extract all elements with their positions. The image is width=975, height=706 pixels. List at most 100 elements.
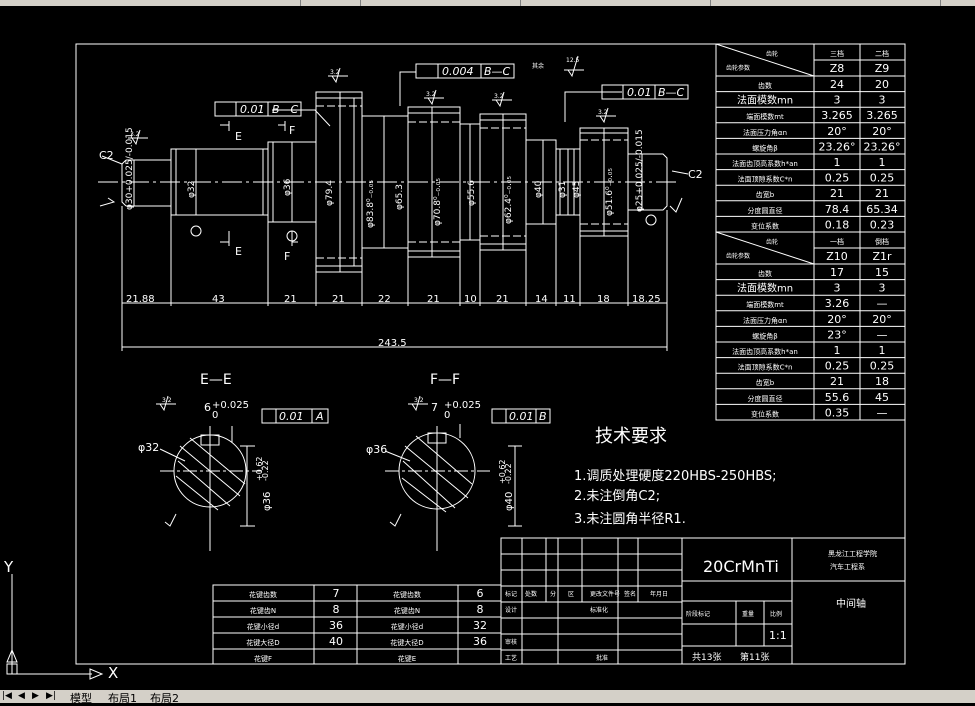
gear-value: 18 xyxy=(875,375,889,388)
svg-text:φ83.8⁰₋₀.₀₅: φ83.8⁰₋₀.₀₅ xyxy=(366,180,376,228)
svg-text:+0.62: +0.62 xyxy=(255,456,264,481)
gear-value: 3 xyxy=(879,282,886,295)
gear-value: 0.23 xyxy=(870,218,895,231)
svg-text:0.01: 0.01 xyxy=(279,410,304,423)
gear-value: 1 xyxy=(834,344,841,357)
svg-text:+0.025: +0.025 xyxy=(444,400,481,411)
tab-nav-last-icon[interactable]: ▶| xyxy=(46,691,56,701)
svg-text:12.5: 12.5 xyxy=(566,57,580,64)
svg-text:批准: 批准 xyxy=(596,654,608,662)
gear-value: 65.34 xyxy=(866,203,898,216)
gear-value: 3 xyxy=(834,94,841,107)
chamfer-left: C2 xyxy=(99,149,114,162)
shaft-drawing xyxy=(98,71,689,351)
svg-text:F: F xyxy=(289,124,295,137)
tab-nav-prev-icon[interactable]: ◀ xyxy=(18,691,25,701)
svg-text:黑龙江工程学院: 黑龙江工程学院 xyxy=(828,549,877,558)
gear-value: 0.35 xyxy=(825,406,850,419)
svg-text:处数: 处数 xyxy=(525,590,537,598)
tab-nav-first-icon[interactable]: |◀ xyxy=(2,691,12,701)
gear-value: Z10 xyxy=(826,250,848,263)
svg-text:3.2: 3.2 xyxy=(414,397,424,404)
svg-text:7: 7 xyxy=(431,401,438,414)
section-ff xyxy=(384,395,551,551)
section-ee-text: E—E φ32 6 +0.025 0 0.01 A φ36 +0.62 -0.2… xyxy=(138,372,324,511)
spline-cell: 花键小径d xyxy=(391,622,423,631)
svg-text:φ36: φ36 xyxy=(262,492,273,511)
gear-value: 20° xyxy=(827,313,847,326)
svg-text:21: 21 xyxy=(332,294,345,305)
tab-layout1[interactable]: 布局1 xyxy=(108,692,137,705)
svg-text:区: 区 xyxy=(568,591,574,598)
section-ff-text: F—F φ36 7 +0.025 0 0.01 B φ40 +0.62 -0.2… xyxy=(366,372,547,511)
gear-value: — xyxy=(877,406,888,419)
gear-param-label: 齿宽b xyxy=(756,190,775,199)
svg-text:21: 21 xyxy=(427,294,440,305)
gear-param-label: 法面齿顶高系数h*an xyxy=(732,347,798,356)
chamfer-right: C2 xyxy=(688,168,703,181)
spline-cell: 花键齿数 xyxy=(393,590,421,599)
gear-param-label: 变位系数 xyxy=(751,409,779,418)
svg-text:11: 11 xyxy=(563,294,576,305)
gear-param-label: 齿宽b xyxy=(756,378,775,387)
svg-text:分: 分 xyxy=(550,590,556,598)
svg-text:φ31: φ31 xyxy=(558,181,568,198)
toolbar-strip xyxy=(0,0,975,6)
gear-param-label: 端面模数mt xyxy=(746,112,784,121)
gear-table-head: 齿轮参数 xyxy=(726,252,750,260)
gear-value: 23.26° xyxy=(819,140,856,153)
gear-value: 24 xyxy=(830,78,844,91)
spline-cell: 40 xyxy=(329,635,343,648)
spline-cell: 7 xyxy=(333,587,340,600)
gear-param-label: 螺旋角β xyxy=(752,143,777,152)
svg-text:φ51.6⁰₋₀.₀₅: φ51.6⁰₋₀.₀₅ xyxy=(605,168,615,216)
gear-param-label: 法面齿顶高系数h*an xyxy=(732,159,798,168)
svg-text:E: E xyxy=(235,130,242,143)
gear-value: 20° xyxy=(872,125,892,138)
material: 20CrMnTi xyxy=(703,557,779,576)
gear-param-label: 法面压力角αn xyxy=(743,316,787,325)
gear-value: 1 xyxy=(834,156,841,169)
gear-value: 23.26° xyxy=(864,140,901,153)
svg-text:φ65.3: φ65.3 xyxy=(395,184,405,210)
svg-text:18.25: 18.25 xyxy=(632,294,661,305)
svg-text:φ30+0.025/-0.015: φ30+0.025/-0.015 xyxy=(125,127,135,210)
gear-value: 0.25 xyxy=(825,360,850,373)
roughness-symbols xyxy=(99,55,683,213)
gear-value: Z1r xyxy=(872,250,892,263)
svg-text:标记: 标记 xyxy=(505,590,517,598)
gear-value: 17 xyxy=(830,266,844,279)
tab-nav-next-icon[interactable]: ▶ xyxy=(32,691,39,701)
gear-param-label: 法面模数mn xyxy=(737,282,793,295)
svg-text:18: 18 xyxy=(597,294,610,305)
svg-text:0: 0 xyxy=(212,410,218,421)
spline-cell: 花键小径d xyxy=(247,622,279,631)
svg-text:设计: 设计 xyxy=(505,606,517,614)
svg-text:重量: 重量 xyxy=(742,610,754,618)
flatness-top-datum: B—C xyxy=(484,65,511,78)
tab-layout2[interactable]: 布局2 xyxy=(150,692,179,705)
svg-text:1.调质处理硬度220HBS-250HBS;: 1.调质处理硬度220HBS-250HBS; xyxy=(574,468,777,484)
svg-text:共13张: 共13张 xyxy=(692,652,721,663)
section-ee-label: E—E xyxy=(200,372,232,388)
svg-text:φ32: φ32 xyxy=(138,441,159,454)
flatness-top-value: 0.004 xyxy=(442,65,474,78)
svg-text:更改文件号: 更改文件号 xyxy=(590,590,620,598)
section-ff-label: F—F xyxy=(430,372,460,388)
total-length: 243.5 xyxy=(378,338,407,349)
drawing-canvas[interactable]: 3.2 3.2 3.2 3.2 3.2 12.5 其余 0.01 B—C 0.0… xyxy=(0,6,975,690)
gear-value: 0.25 xyxy=(870,360,895,373)
layout-tab-bar: |◀ ◀ ▶ ▶| 模型 布局1 布局2 xyxy=(0,690,975,705)
spline-cell: 花键E xyxy=(398,654,416,663)
svg-text:φ45: φ45 xyxy=(572,181,582,198)
spline-cell: 36 xyxy=(473,635,487,648)
svg-text:0: 0 xyxy=(444,410,450,421)
tab-model[interactable]: 模型 xyxy=(70,692,92,705)
spline-cell: 花键齿数 xyxy=(249,590,277,599)
spline-cell: 32 xyxy=(473,619,487,632)
svg-text:21.88: 21.88 xyxy=(126,294,155,305)
svg-text:φ32: φ32 xyxy=(187,181,197,198)
gear-value: 21 xyxy=(830,187,844,200)
